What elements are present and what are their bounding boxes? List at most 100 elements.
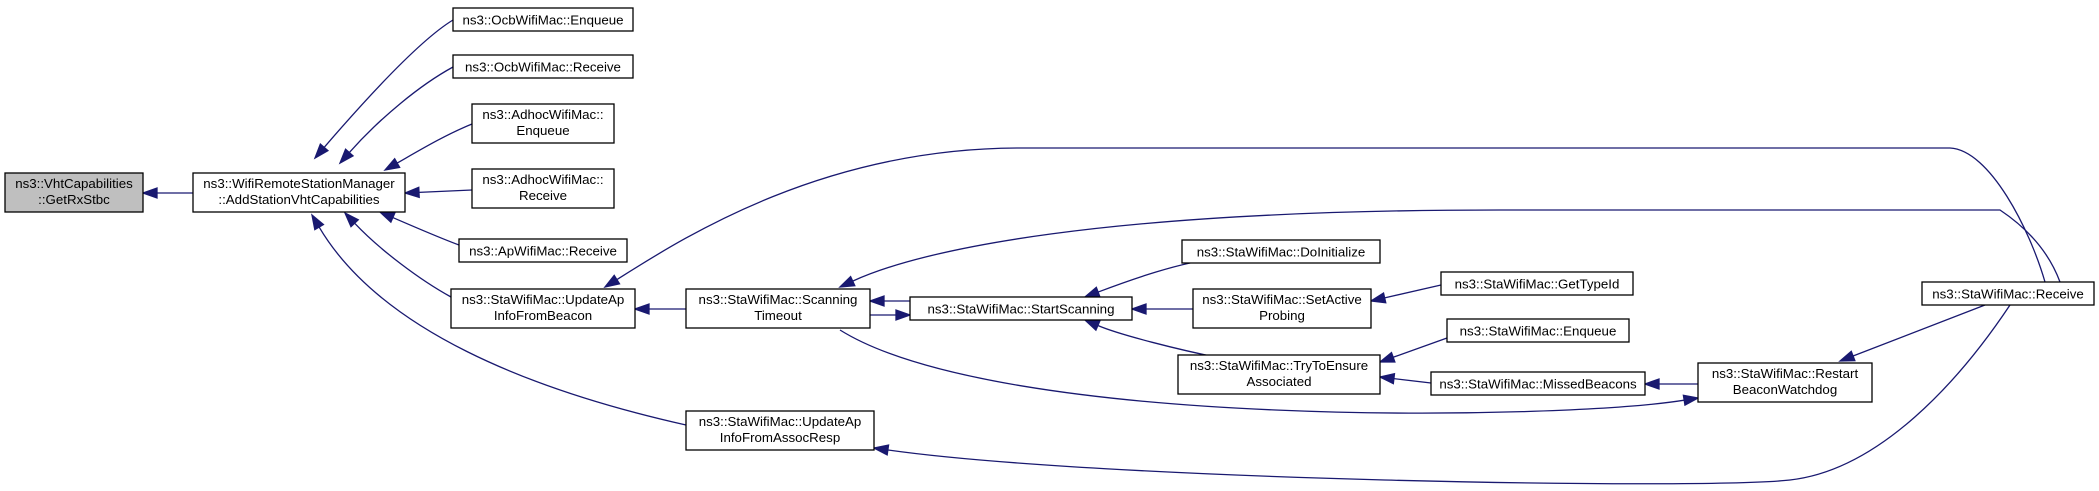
edge-line — [1393, 377, 1432, 384]
node-box[interactable] — [471, 168, 615, 209]
node-label: ns3::OcbWifiMac::Receive — [465, 60, 621, 75]
edge-line — [1384, 284, 1442, 299]
node-box[interactable] — [458, 238, 628, 263]
node-label: ns3::AdhocWifiMac:: — [482, 107, 603, 122]
node-label: ns3::StaWifiMac::StartScanning — [928, 302, 1115, 317]
node-label: ns3::StaWifiMac::Scanning — [699, 292, 858, 307]
edge-line — [348, 66, 454, 153]
node-box[interactable] — [452, 54, 634, 79]
node-box[interactable] — [1446, 318, 1630, 343]
arrowhead — [1682, 394, 1700, 407]
arrowhead — [872, 444, 890, 456]
edge-e9 — [603, 147, 2046, 289]
edge-e15 — [1130, 303, 1193, 315]
edge-e22 — [1838, 304, 1986, 362]
edge-e8 — [311, 213, 687, 426]
edge-e1 — [141, 187, 193, 199]
node-box[interactable] — [192, 172, 406, 213]
edge-line — [323, 19, 454, 148]
node-sta-enqueue[interactable]: ns3::StaWifiMac::Enqueue — [1446, 318, 1630, 343]
node-label: ns3::StaWifiMac::UpdateAp — [462, 292, 625, 307]
edge-e21 — [1643, 378, 1698, 390]
node-label: ns3::StaWifiMac::Restart — [1712, 366, 1859, 381]
edge-e10 — [633, 303, 686, 315]
node-label: Associated — [1246, 374, 1311, 389]
arrowhead — [338, 148, 355, 165]
node-box[interactable] — [452, 7, 634, 32]
arrowhead — [1838, 350, 1856, 362]
edge-line — [392, 216, 460, 246]
node-label: ns3::StaWifiMac::DoInitialize — [1197, 245, 1365, 260]
node-sta-receive[interactable]: ns3::StaWifiMac::Receive — [1921, 281, 2095, 306]
edge-e20 — [839, 329, 1700, 414]
node-box[interactable] — [1697, 362, 1873, 403]
arrowhead — [1083, 286, 1101, 298]
node-label: ns3::VhtCapabilities — [15, 176, 133, 191]
arrowhead — [868, 295, 885, 307]
node-label: Probing — [1259, 308, 1305, 323]
node-box[interactable] — [471, 103, 615, 144]
node-missed-beacons[interactable]: ns3::StaWifiMac::MissedBeacons — [1430, 371, 1646, 396]
edge-e19 — [1378, 372, 1432, 385]
edge-e2 — [313, 19, 454, 160]
arrowhead — [403, 186, 420, 199]
node-box[interactable] — [909, 296, 1133, 321]
node-ap-receive[interactable]: ns3::ApWifiMac::Receive — [458, 238, 628, 263]
node-start-scanning[interactable]: ns3::StaWifiMac::StartScanning — [909, 296, 1133, 321]
node-box[interactable] — [685, 288, 871, 329]
arrowhead — [603, 274, 621, 289]
node-label: ns3::StaWifiMac::Enqueue — [1460, 324, 1617, 339]
node-box[interactable] — [1177, 354, 1381, 395]
node-box[interactable] — [1192, 288, 1372, 329]
node-label: ::GetRxStbc — [38, 192, 110, 207]
arrowhead — [1378, 351, 1396, 363]
node-box[interactable] — [1440, 271, 1634, 296]
edge-line — [1097, 324, 1221, 359]
edge-line — [318, 226, 687, 426]
node-box[interactable] — [1181, 239, 1381, 264]
node-label: ns3::StaWifiMac::UpdateAp — [699, 414, 862, 429]
arrowhead — [838, 275, 856, 288]
node-getrxstbc[interactable]: ns3::VhtCapabilities::GetRxStbc — [4, 172, 144, 213]
edge-e18 — [1378, 337, 1448, 363]
arrowhead — [1369, 291, 1387, 304]
node-adhoc-receive[interactable]: ns3::AdhocWifiMac::Receive — [471, 168, 615, 209]
arrowhead — [1083, 319, 1101, 332]
node-box[interactable] — [450, 288, 636, 329]
node-label: Receive — [519, 188, 567, 203]
node-update-assoc[interactable]: ns3::StaWifiMac::UpdateApInfoFromAssocRe… — [685, 410, 875, 451]
node-ocb-receive[interactable]: ns3::OcbWifiMac::Receive — [452, 54, 634, 79]
arrowhead — [313, 143, 330, 160]
node-box[interactable] — [1921, 281, 2095, 306]
node-addstation[interactable]: ns3::WifiRemoteStationManager::AddStatio… — [192, 172, 406, 213]
node-box[interactable] — [1430, 371, 1646, 396]
nodes-layer: ns3::VhtCapabilities::GetRxStbc ns3::Wifi… — [4, 7, 2095, 451]
node-label: Enqueue — [516, 123, 569, 138]
node-box[interactable] — [685, 410, 875, 451]
edge-line — [887, 304, 2011, 485]
edge-line — [1392, 337, 1448, 358]
arrowhead — [1643, 378, 1660, 390]
edge-line — [1852, 304, 1986, 357]
node-ocb-enqueue[interactable]: ns3::OcbWifiMac::Enqueue — [452, 7, 634, 32]
node-label: InfoFromAssocResp — [720, 430, 840, 445]
node-box[interactable] — [4, 172, 144, 213]
arrowhead — [633, 303, 650, 315]
arrowhead — [311, 213, 325, 231]
node-get-typeid[interactable]: ns3::StaWifiMac::GetTypeId — [1440, 271, 1634, 296]
edge-e4 — [383, 123, 473, 171]
node-label: ns3::StaWifiMac::MissedBeacons — [1439, 377, 1637, 392]
edge-line — [396, 123, 473, 164]
node-doinitialize[interactable]: ns3::StaWifiMac::DoInitialize — [1181, 239, 1381, 264]
edge-e17 — [1369, 284, 1442, 304]
node-adhoc-enqueue[interactable]: ns3::AdhocWifiMac::Enqueue — [471, 103, 615, 144]
edge-e5 — [403, 186, 473, 199]
edge-line — [418, 189, 473, 194]
